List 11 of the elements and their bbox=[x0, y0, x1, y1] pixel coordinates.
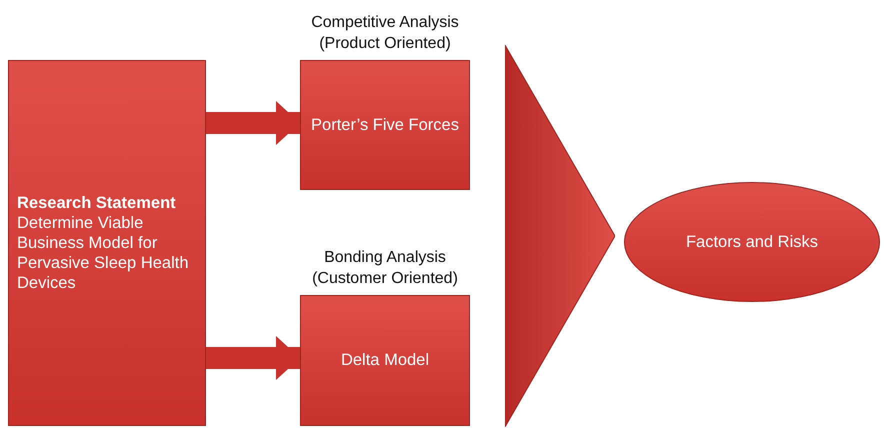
triangle-shape bbox=[505, 45, 615, 427]
statement-text: Determine Viable Business Model for Pervasive Sleep Health Devices bbox=[17, 212, 190, 294]
arrow bbox=[206, 101, 300, 145]
statement-heading: Research Statement bbox=[17, 192, 176, 213]
analysis-heading: Competitive Analysis (Product Oriented) bbox=[310, 13, 460, 54]
statement-box bbox=[8, 60, 206, 426]
ellipse-label: Factors and Risks bbox=[686, 232, 818, 252]
arrow bbox=[206, 336, 300, 380]
analysis-heading: Bonding Analysis (Customer Oriented) bbox=[311, 248, 459, 290]
box-label: Porter’s Five Forces bbox=[311, 114, 459, 136]
box-label: Delta Model bbox=[340, 350, 430, 371]
